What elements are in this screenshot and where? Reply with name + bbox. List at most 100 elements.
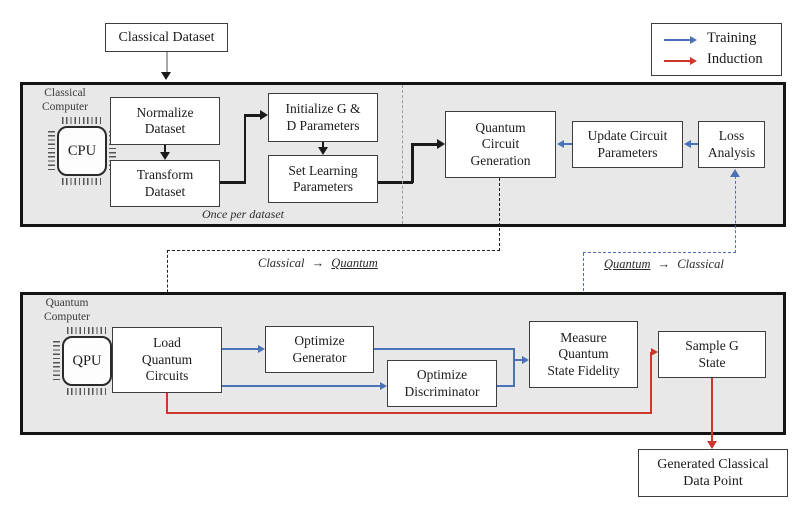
once-per-dataset-note: Once per dataset [202,207,284,221]
node-label: Quantum [141,351,193,367]
node-label: Parameters [597,144,658,160]
classical-label-line2: Computer [42,101,88,114]
edge-load-induction-v [166,393,168,414]
node-label: Normalize [136,104,194,120]
node-measure-quantum-state-fidelity: Measure Quantum State Fidelity [529,321,638,388]
quantum-label-line1: Quantum [45,297,89,309]
cpu-chip-pins-top [62,117,102,124]
node-label: Classical Dataset [118,29,215,45]
edge-induction-up-v [650,352,652,414]
node-label: Generation [470,152,531,168]
legend-training-label: Training [707,30,757,46]
arrowhead-update-to-qcg [557,140,564,148]
arrowhead-load-optgen [258,345,265,353]
node-label: State Fidelity [547,362,620,378]
arrowhead-q2c-into-loss [730,169,740,177]
node-label: Circuits [145,368,189,384]
cpu-chip-pins-right [109,131,116,171]
node-update-circuit-parameters: Update Circuit Parameters [572,121,683,168]
legend-training-line [664,39,690,41]
node-load-quantum-circuits: Load Quantum Circuits [112,327,222,393]
legend-induction-line [664,60,690,62]
edge-loss-to-update [691,143,698,145]
c2q-from: Classical [258,256,305,270]
edge-q2c-dash-v1 [583,253,584,321]
edge-load-to-optgen [222,348,258,350]
node-label: Loss [718,128,745,144]
arrowhead-into-output [707,441,717,449]
cpu-chip-pins-bottom [62,178,102,185]
node-label: Quantum [558,346,609,362]
edge-c2q-dash-v1 [499,178,500,251]
arrowhead-into-sample [651,348,658,356]
arrowhead-load-optdisc [380,382,387,390]
node-label: Parameters [293,179,353,194]
c2q-to: Quantum [331,256,378,270]
q2c-transfer-label: Quantum → Classical [604,257,724,272]
edge-c2q-dash-v2 [167,250,168,317]
edge-setlearning-to-qcg-v [411,143,414,183]
edge-transform-to-init-h2 [243,114,261,117]
q2c-from: Quantum [604,257,651,271]
cpu-chip-pins-left [48,131,55,171]
node-label: Generated Classical [657,456,769,472]
node-label: Generator [292,349,347,365]
node-sample-g-state: Sample G State [658,331,766,378]
c2q-arrow-icon: → [311,256,325,270]
edge-load-to-optdisc [222,385,380,387]
c2q-transfer-label: Classical → Quantum [258,256,378,271]
node-quantum-circuit-generation: Quantum Circuit Generation [445,111,556,178]
node-label: Analysis [707,144,756,160]
legend-induction-label: Induction [707,51,763,67]
node-classical-dataset: Classical Dataset [105,23,228,52]
qpu-chip-pins-bottom [67,388,107,395]
node-label: Measure [560,329,607,345]
classical-computer-label: Classical Computer [30,86,100,115]
edge-c2q-dash-h [167,250,500,251]
edge-transform-to-init-h1 [220,181,246,184]
node-generated-classical-data-point: Generated Classical Data Point [638,449,788,497]
node-label: Circuit [481,136,520,152]
arrowhead-init-setlearning [318,147,328,155]
node-label: Sample G [685,338,739,354]
edge-q2c-dash-h [583,252,736,253]
once-per-dataset-divider [402,85,403,224]
node-label: Data Point [683,474,743,489]
cpu-chip-icon: CPU [57,126,107,176]
edge-dataset-to-classical [166,52,168,74]
node-label: Discriminator [404,383,480,399]
node-label: Optimize [294,333,345,349]
node-label: Update Circuit [587,128,668,144]
arrowhead-dataset-down [161,72,171,80]
edge-setlearning-to-qcg-h1 [378,181,413,184]
quantum-label-line2: Computer [44,311,90,324]
edge-merge-vertical [513,348,515,387]
q2c-arrow-icon: → [657,257,671,271]
node-normalize-dataset: Normalize Dataset [110,97,220,145]
arrowhead-into-init [260,110,268,120]
edge-transform-to-init-v [243,114,246,183]
quantum-computer-label: Quantum Computer [32,296,102,325]
edge-q2c-dash-v2 [735,176,736,253]
legend-training-arrow-icon [690,36,697,44]
legend-induction-arrow-icon [690,57,697,65]
arrowhead-into-qcg [437,139,445,149]
node-label: Optimize [416,367,468,383]
node-optimize-generator: Optimize Generator [265,326,374,373]
node-label: Dataset [144,121,186,136]
qpu-chip-icon: QPU [62,336,112,386]
edge-sample-to-output [711,378,713,442]
cpu-chip-label: CPU [67,142,97,159]
arrowhead-normalize-transform [160,152,170,160]
edge-optdisc-to-merge [497,385,515,387]
edge-merge-to-measure [513,359,522,361]
edge-optgen-to-merge [374,348,515,350]
edge-normalize-to-transform [164,145,166,153]
classical-label-line1: Classical [44,87,86,99]
node-label: Load [153,335,181,351]
q2c-to: Classical [677,257,724,271]
qpu-chip-pins-left [53,341,60,381]
node-label: State [698,354,726,370]
node-label: D Parameters [286,117,360,133]
qpu-chip-label: QPU [72,352,102,369]
